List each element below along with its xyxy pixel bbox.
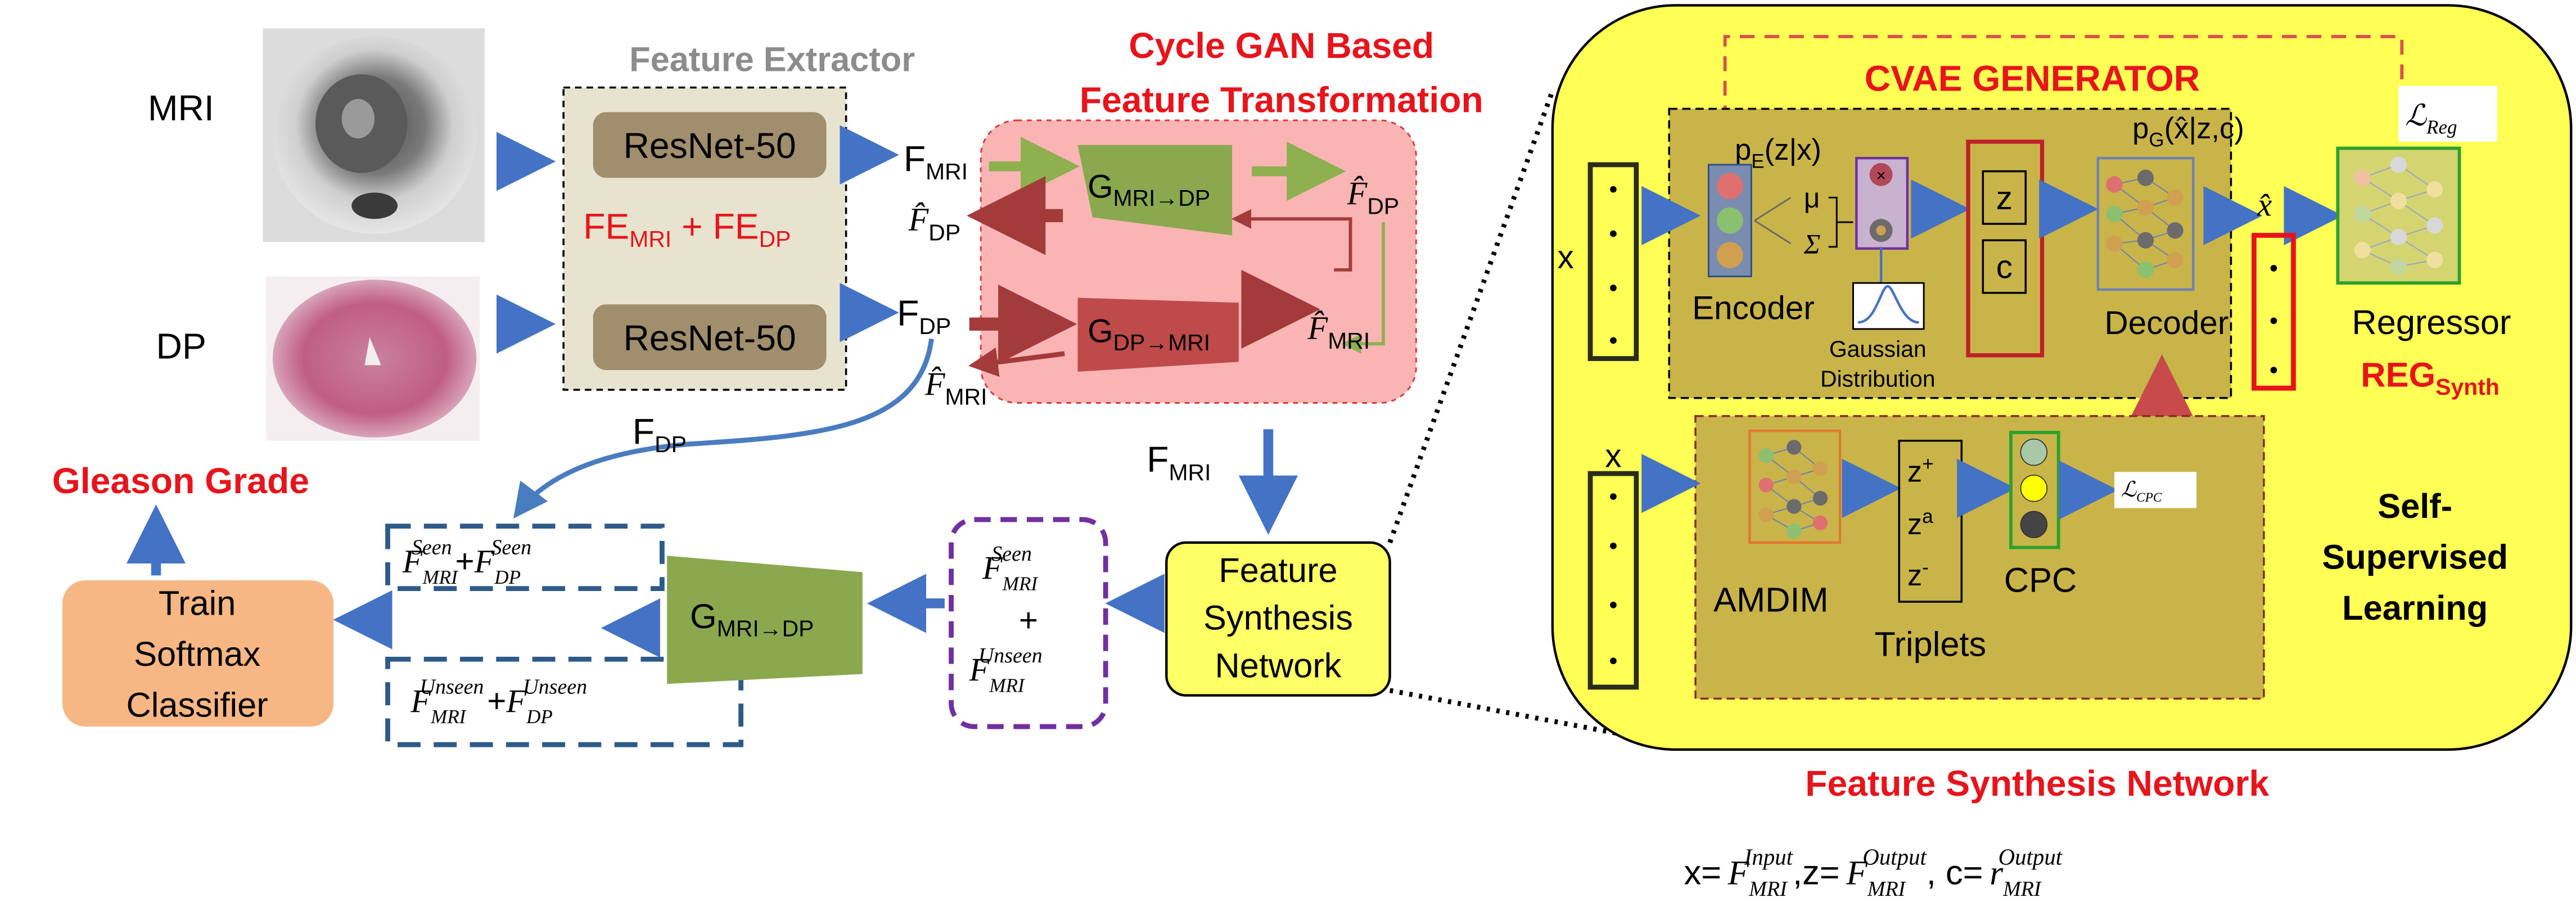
seen-features-box [385, 524, 665, 592]
cvae-generator-title: CVAE GENERATOR [1865, 58, 2200, 98]
resnet-dp-box [593, 304, 827, 371]
seen-features-label: FMRISeen+FDPSeen [402, 535, 531, 588]
f-dp-label: FDP [897, 293, 951, 339]
fsn-box-line3: Network [1215, 646, 1341, 685]
footer-legend: x=FMRIInput,z=FMRIOutput, c=rMRIOutput [1684, 844, 2063, 901]
classifier-line1: Train [159, 584, 236, 623]
regressor-label: Regressor [2352, 303, 2511, 342]
fhat-dp-label-right: F̂DP [1347, 175, 1400, 219]
x-hat-vector [2251, 233, 2296, 391]
cpc-label: CPC [2004, 561, 2077, 599]
cycle-feedback-green [1341, 222, 1385, 354]
c-box-label: c [1996, 249, 2013, 285]
svg-text:×: × [1876, 167, 1886, 185]
cyclegan-title-line1: Cycle GAN Based [1129, 25, 1434, 66]
l-reg-box [2398, 85, 2497, 142]
generator-dp-mri-shape [1077, 297, 1239, 372]
resnet-mri-label: ResNet-50 [624, 125, 796, 166]
f-mri-label: FMRI [904, 139, 968, 185]
x-input-vector [1587, 162, 1639, 362]
mu-label: μ [1804, 182, 1820, 214]
decoder-label: Decoder [2105, 305, 2229, 341]
l-reg-label: ℒReg [2405, 100, 2457, 138]
encoder-label: Encoder [1692, 290, 1815, 327]
reg-loss-feedback-dashed [1723, 35, 2404, 145]
zc-block [1966, 139, 2045, 358]
gaussian-label-line1: Gaussian [1829, 336, 1927, 362]
synth-plus: + [1019, 602, 1038, 639]
classifier-line3: Classifier [126, 686, 268, 725]
fsn-box-line1: Feature [1219, 551, 1337, 590]
pg-label: pG(x̂|z,c) [2132, 112, 2244, 151]
pe-label: pE(z|x) [1735, 133, 1821, 173]
z-minus-label: z- [1907, 556, 1929, 592]
z-plus-label: z+ [1907, 453, 1934, 488]
fhat-mri-label-right: F̂MRI [1307, 310, 1370, 354]
ssl-label-line2: Supervised [2322, 538, 2508, 577]
x-label-top: x [1558, 239, 1574, 276]
x-hat-output-label: x̂ [2257, 186, 2272, 223]
generator-bottom-shape [667, 556, 863, 684]
mri-image [263, 28, 485, 242]
x-input-vector-bottom [1587, 471, 1639, 690]
fhat-mri-label-left: F̂MRI [924, 366, 987, 410]
f-mri-down-label: FMRI [1147, 439, 1211, 485]
gaussian-label-line2: Distribution [1820, 366, 1936, 391]
fe-dp-label: FE [712, 206, 759, 246]
fsn-footer-title: Feature Synthesis Network [1805, 763, 2269, 804]
fsn-box-line2: Synthesis [1203, 599, 1353, 638]
classifier-line2: Softmax [134, 635, 260, 674]
sigma-label: Σ [1803, 229, 1821, 260]
resnet-mri-box [593, 112, 827, 178]
synth-unseen-label: FMRIUnseen [969, 644, 1043, 697]
amdim-label: AMDIM [1713, 581, 1828, 620]
synth-seen-label: FMRISeen [982, 542, 1039, 595]
dp-label: DP [156, 326, 206, 367]
ssl-label-line3: Learning [2342, 589, 2488, 628]
x-label-bottom: x [1605, 438, 1621, 474]
generator-mri-dp-shape [1077, 145, 1233, 236]
softmax-classifier-box [62, 580, 334, 727]
unseen-features-label: FMRIUnseen+FDPUnseen [410, 675, 587, 728]
feature-extractor-title: Feature Extractor [629, 40, 915, 79]
gleason-grade-label: Gleason Grade [52, 461, 309, 501]
l-cpc-label: ℒCPC [2121, 478, 2162, 505]
zoom-line-top [1387, 89, 1555, 544]
cyclegan-title-line2: Feature Transformation [1080, 79, 1483, 120]
generator-dp-mri-label: GDP→MRI [1088, 313, 1210, 355]
fe-plus: + [671, 206, 712, 246]
generator-mri-dp-label: GMRI→DP [1088, 168, 1210, 211]
ssl-label-line1: Self- [2378, 487, 2452, 526]
unseen-features-box [385, 656, 744, 747]
dp-image [266, 276, 480, 441]
f-dp-curve-label: FDP [633, 412, 687, 458]
triplets-label: Triplets [1874, 625, 1986, 664]
feature-synthesis-network-box [1165, 541, 1391, 697]
fe-mri-sub: MRI [629, 226, 671, 252]
fhat-dp-label-left: F̂DP [908, 201, 961, 246]
resnet-dp-label: ResNet-50 [624, 318, 796, 358]
generator-bottom-label: GMRI→DP [690, 597, 814, 642]
cycle-feedback-top [1235, 219, 1352, 272]
l-cpc-box [2114, 472, 2197, 508]
mri-label: MRI [148, 88, 214, 128]
fe-formula: FEMRI + FEDP [583, 206, 791, 252]
fe-dp-sub: DP [759, 226, 791, 252]
fhat-mri-back-arrow [968, 347, 1065, 377]
fe-mri-label: FE [583, 206, 629, 246]
z-box-label: z [1996, 180, 2013, 217]
f-dp-curve-arrow [513, 339, 934, 519]
z-a-label: za [1907, 506, 1933, 541]
reg-synth-label: REGSynth [2361, 355, 2500, 400]
triplets-block [1898, 439, 1963, 603]
